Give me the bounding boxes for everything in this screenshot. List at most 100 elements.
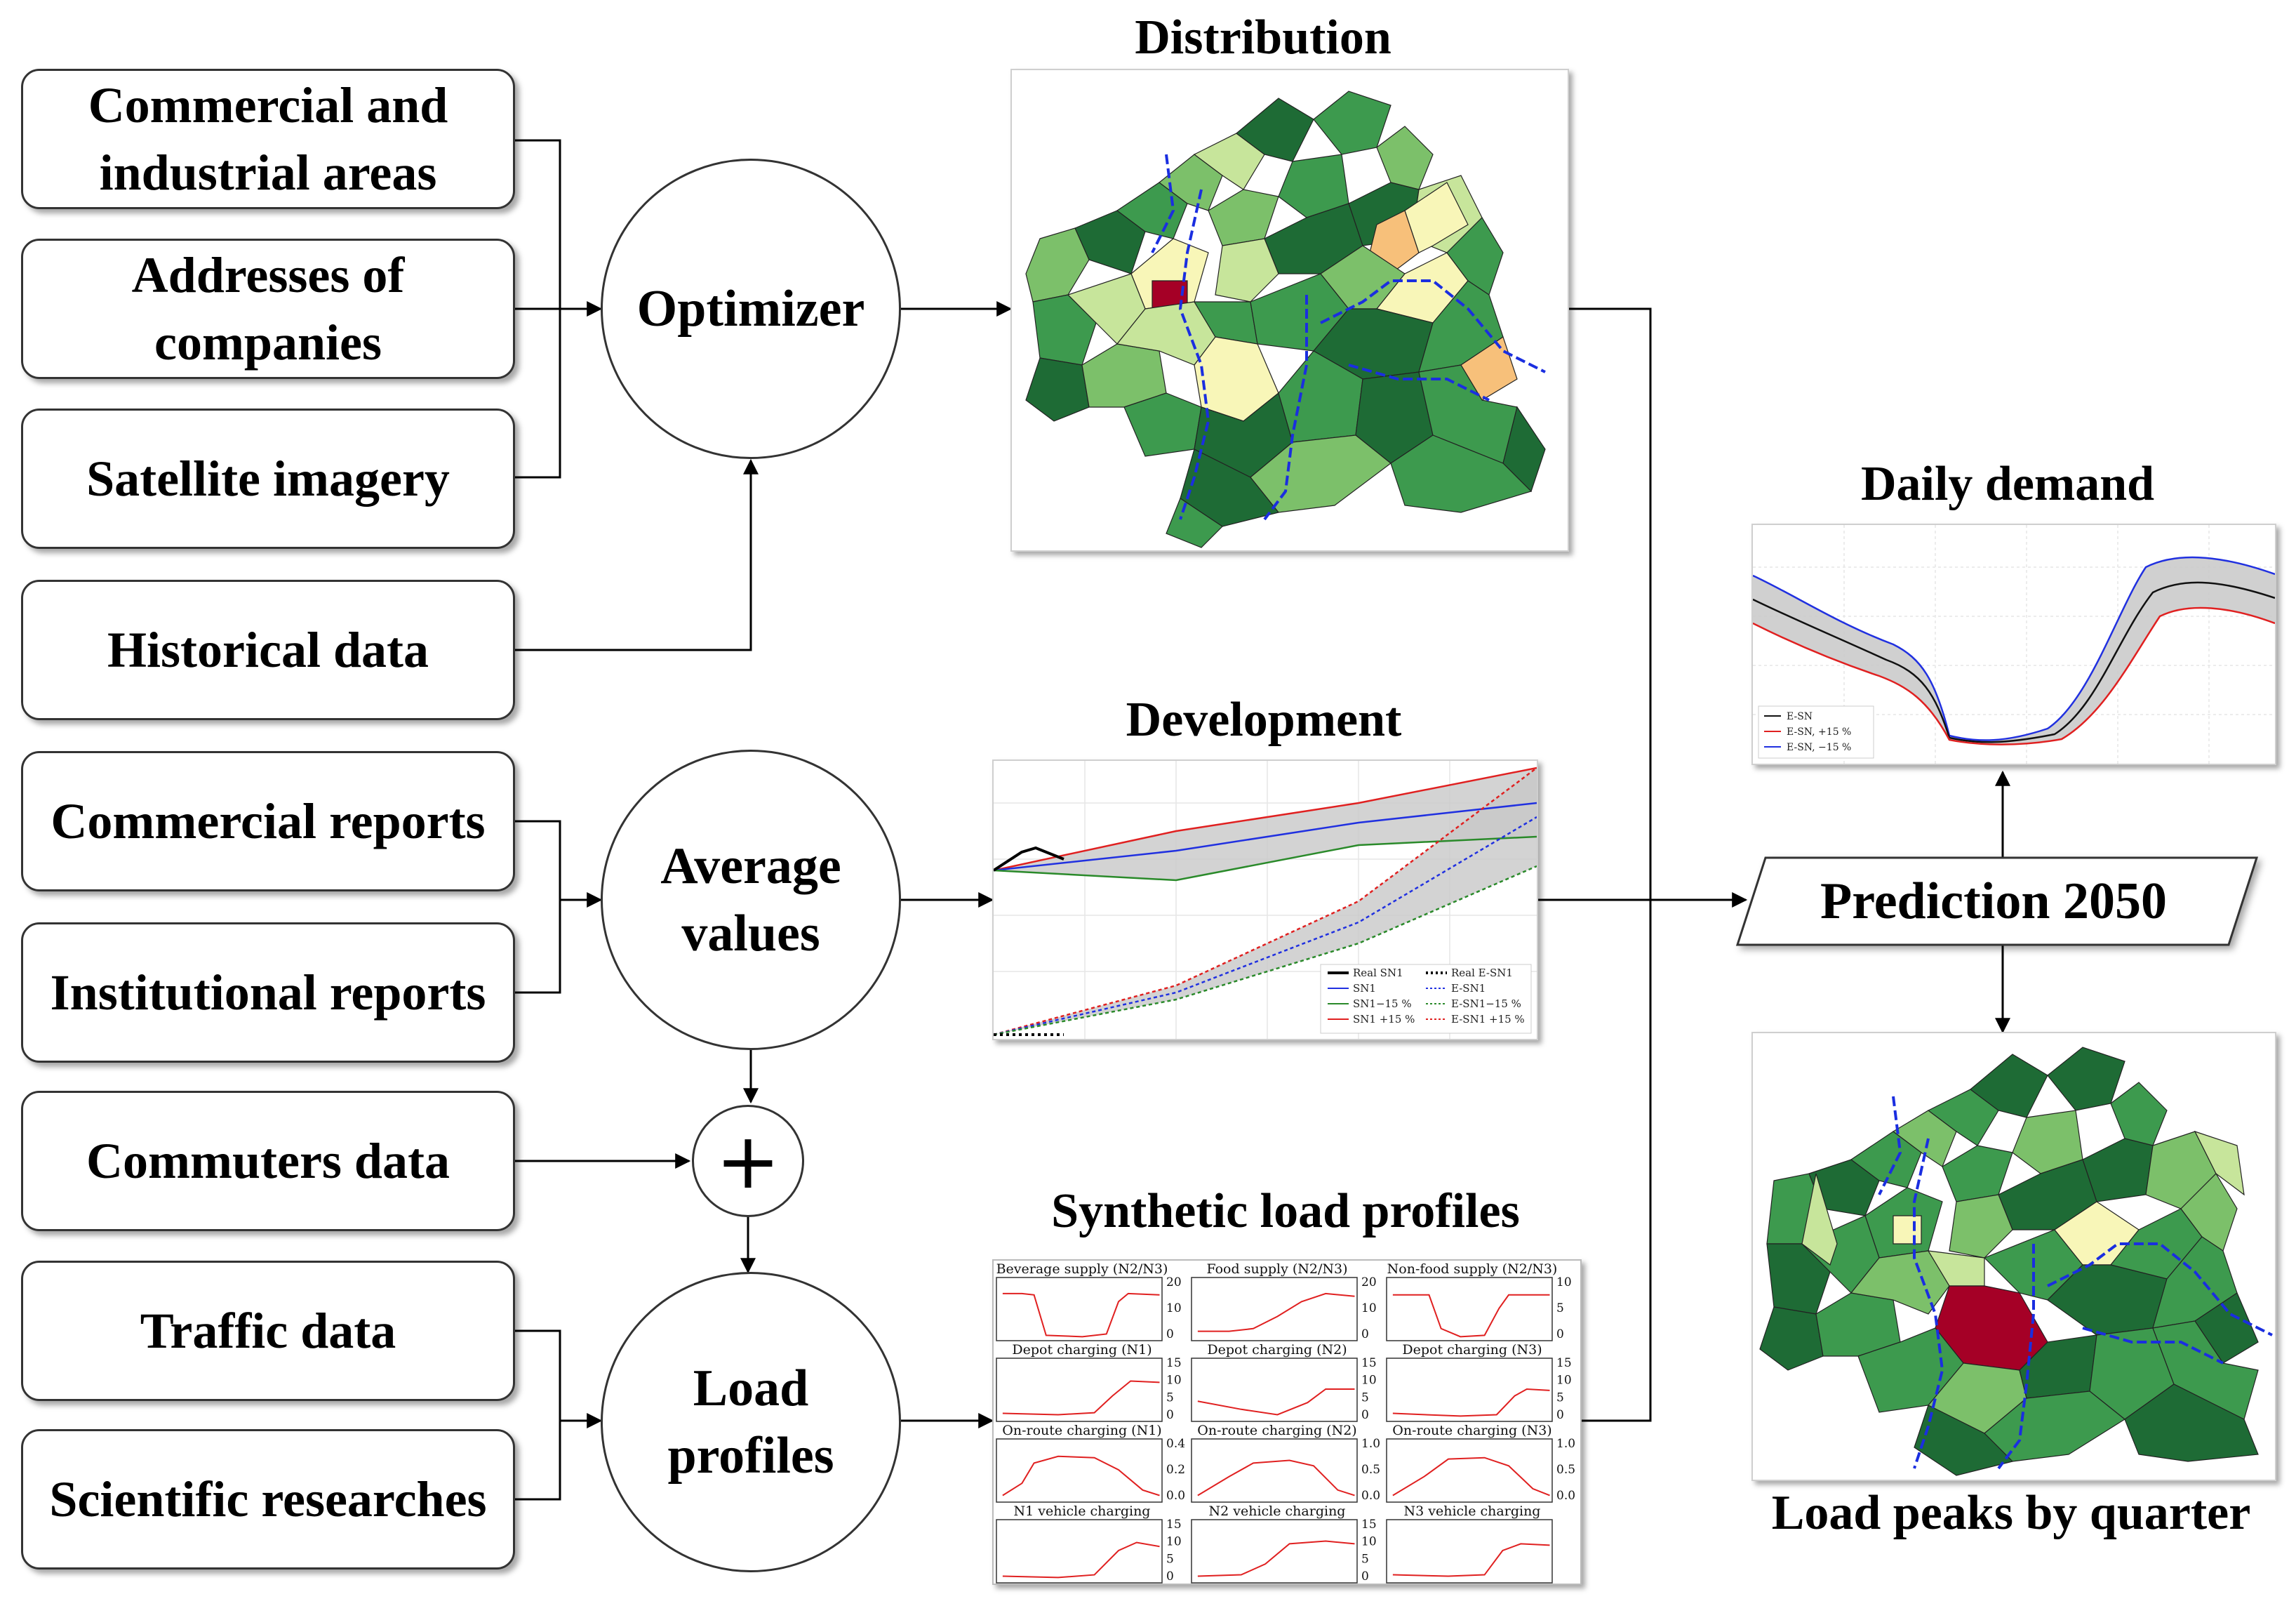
district xyxy=(2047,1047,2125,1111)
road xyxy=(1320,279,1546,373)
road xyxy=(2082,1327,2224,1365)
subplot-tick-label: 10 xyxy=(1361,1301,1377,1315)
subplot-tick-label: 10 xyxy=(1361,1374,1377,1388)
subplot-tick-label: 10 xyxy=(1556,1374,1572,1388)
district xyxy=(2180,1173,2238,1252)
subplot-tick-label: 10 xyxy=(1361,1535,1377,1549)
daily-demand-graphic: E-SN E-SN, +15 % E-SN, −15 % xyxy=(1753,525,2275,764)
subplot-tick-label: 0 xyxy=(1556,1327,1564,1341)
process-label: Average values xyxy=(660,837,841,962)
line-distribution-to-prediction xyxy=(1569,307,1652,1422)
subplot-line xyxy=(1198,1461,1355,1496)
subplot-line xyxy=(1393,1458,1550,1496)
plus-node: + xyxy=(692,1105,804,1217)
subplot-tick-label: 0.0 xyxy=(1361,1489,1380,1503)
subplot-tick-label: 0 xyxy=(1166,1408,1174,1422)
road xyxy=(1178,189,1210,520)
subplot-frame xyxy=(1386,1438,1553,1503)
subplot-frame xyxy=(996,1358,1163,1422)
district xyxy=(1313,91,1391,155)
district xyxy=(1446,217,1504,296)
subplot-tick-label: 15 xyxy=(1361,1518,1377,1532)
subplot-tick-label: 15 xyxy=(1166,1356,1182,1370)
development-chart: Real SN1 Real E-SN1 SN1 E-SN1 SN1−15 % E… xyxy=(992,759,1538,1040)
synthetic-subplot: On-route charging (N1)0.40.20.0 xyxy=(996,1423,1185,1503)
subplot-frame xyxy=(996,1277,1163,1341)
subplot-title: Non-food supply (N2/N3) xyxy=(1387,1261,1558,1277)
subplot-title: N1 vehicle charging xyxy=(1014,1504,1151,1519)
bracket-group3 xyxy=(515,1329,561,1501)
road xyxy=(1997,1244,2035,1470)
subplot-frame xyxy=(1386,1277,1553,1341)
legend-label: SN1 xyxy=(1353,982,1376,995)
district xyxy=(1180,449,1280,527)
road xyxy=(1263,295,1308,521)
process-label: Optimizer xyxy=(636,280,865,338)
district xyxy=(1949,1194,2013,1259)
band-esn1 xyxy=(994,768,1537,1035)
band-sn1 xyxy=(994,768,1537,880)
development-chart-graphic: Real SN1 Real E-SN1 SN1 E-SN1 SN1−15 % E… xyxy=(994,761,1537,1039)
subplot-line xyxy=(1393,1544,1550,1576)
subplot-frame xyxy=(996,1438,1163,1503)
line-sn1 xyxy=(994,802,1537,872)
source-label: Commercial reports xyxy=(51,793,486,849)
subplot-line xyxy=(1198,1294,1355,1332)
subplot-tick-label: 0.2 xyxy=(1166,1463,1185,1477)
road xyxy=(1878,1096,1902,1195)
load-peaks-map xyxy=(1751,1032,2276,1481)
subplot-tick-label: 0.0 xyxy=(1166,1489,1185,1503)
process-load-profiles: Load profiles xyxy=(601,1272,901,1572)
subplot-tick-label: 5 xyxy=(1361,1391,1369,1405)
load-peaks-map-graphic xyxy=(1759,1047,2273,1476)
legend-label: E-SN1−15 % xyxy=(1451,997,1521,1010)
subplot-title: On-route charging (N1) xyxy=(1002,1423,1161,1438)
subplot-frame xyxy=(1191,1277,1358,1341)
subplot-line xyxy=(1198,1541,1355,1577)
district xyxy=(1893,1215,1922,1245)
district xyxy=(1159,154,1223,211)
line-real-sn1 xyxy=(994,846,1064,872)
district xyxy=(1942,1145,2013,1202)
subplot-frame xyxy=(1386,1519,1553,1584)
subplot-tick-label: 1.0 xyxy=(1361,1437,1380,1451)
district xyxy=(1927,1089,1999,1146)
daily-demand-chart: E-SN E-SN, +15 % E-SN, −15 % xyxy=(1751,524,2276,765)
synthetic-subplot: On-route charging (N3)1.00.50.0 xyxy=(1386,1423,1575,1503)
subplot-tick-label: 0 xyxy=(1361,1408,1369,1422)
subplot-frame xyxy=(1191,1438,1358,1503)
process-label: Load profiles xyxy=(667,1360,834,1485)
source-label: Traffic data xyxy=(140,1303,396,1359)
subplot-title: On-route charging (N3) xyxy=(1392,1423,1551,1438)
source-label: Historical data xyxy=(107,622,429,678)
legend-label: E-SN, −15 % xyxy=(1787,742,1851,753)
title-development: Development xyxy=(1126,693,1402,747)
district xyxy=(1215,238,1279,303)
subplot-tick-label: 5 xyxy=(1166,1552,1174,1566)
subplot-line xyxy=(1003,1456,1160,1496)
subplot-tick-label: 10 xyxy=(1166,1374,1182,1388)
source-label: Commuters data xyxy=(86,1133,450,1189)
subplot-line xyxy=(1198,1389,1355,1414)
district xyxy=(2194,1130,2245,1196)
subplot-line xyxy=(1393,1295,1550,1337)
legend-label: E-SN, +15 % xyxy=(1787,726,1851,738)
district xyxy=(2124,1383,2259,1462)
district xyxy=(1914,1405,2014,1476)
subplot-title: N3 vehicle charging xyxy=(1404,1504,1541,1519)
subplot-title: On-route charging (N2) xyxy=(1197,1423,1356,1438)
prediction-label: Prediction 2050 xyxy=(1820,872,2167,930)
legend-label: E-SN xyxy=(1787,711,1813,722)
legend-label: Real SN1 xyxy=(1353,967,1403,979)
distribution-map xyxy=(1010,69,1569,552)
source-label: Satellite imagery xyxy=(86,451,450,507)
road xyxy=(1151,154,1175,253)
process-optimizer: Optimizer xyxy=(601,159,901,459)
subplot-tick-label: 0 xyxy=(1166,1327,1174,1341)
